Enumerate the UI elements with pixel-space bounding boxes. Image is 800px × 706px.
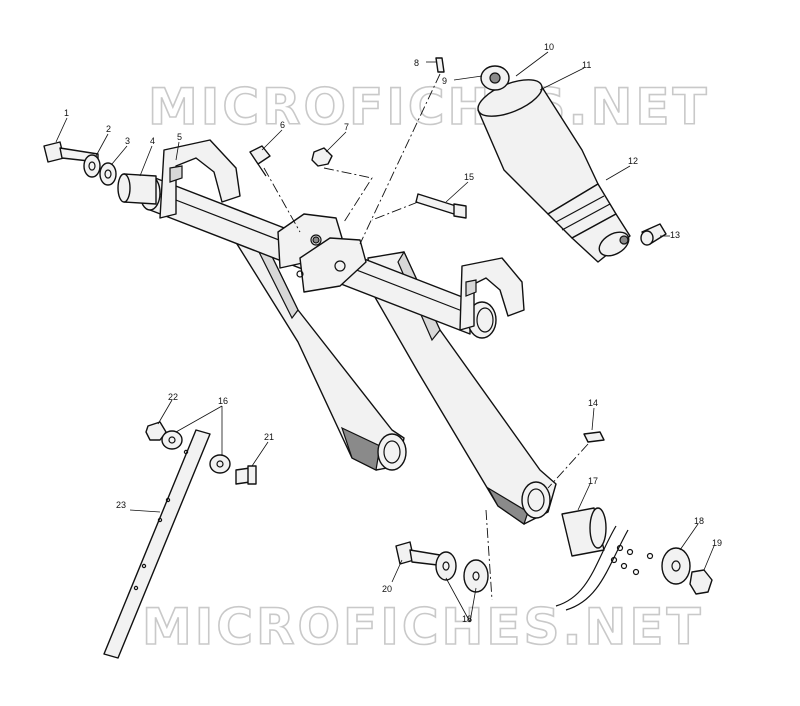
callout-2: 2 [106, 124, 111, 134]
part-pin-8 [435, 57, 445, 73]
callout-23: 23 [116, 500, 126, 510]
callout-labels: 1 2 3 4 5 6 7 8 9 10 11 12 13 14 15 16 1… [64, 42, 722, 624]
part-strap-23 [103, 429, 211, 659]
assembly-lines [263, 73, 589, 601]
watermark-bottom: MICROFICHES.NET [142, 598, 704, 656]
callout-18-right: 18 [694, 516, 704, 526]
callout-3: 3 [125, 136, 130, 146]
part-washer-3 [99, 162, 117, 186]
callout-10: 10 [544, 42, 554, 52]
callout-6: 6 [280, 120, 285, 130]
callout-14: 14 [588, 398, 598, 408]
callout-22: 22 [168, 392, 178, 402]
part-washers-16 [161, 430, 231, 474]
callout-7: 7 [344, 122, 349, 132]
callout-1: 1 [64, 108, 69, 118]
callout-17: 17 [588, 476, 598, 486]
leader-lines [55, 51, 715, 623]
part-bolt-21 [235, 465, 257, 485]
part-bolt-15 [415, 193, 467, 219]
callout-18-left: 18 [462, 614, 472, 624]
part-grease-fitting-6 [249, 145, 271, 177]
part-nut-19 [689, 569, 713, 595]
callout-9: 9 [442, 76, 447, 86]
part-washer-18-right [661, 547, 691, 585]
callout-8: 8 [414, 58, 419, 68]
part-bushing-13 [640, 223, 667, 246]
part-washer-2 [83, 154, 101, 178]
part-spacer-17 [561, 507, 607, 557]
callout-12: 12 [628, 156, 638, 166]
watermark-top: MICROFICHES.NET [148, 78, 710, 136]
callout-4: 4 [150, 136, 155, 146]
part-bushing-4 [117, 173, 157, 205]
callout-19: 19 [712, 538, 722, 548]
callout-20: 20 [382, 584, 392, 594]
callout-21: 21 [264, 432, 274, 442]
part-shim-plate [555, 525, 654, 611]
callout-15: 15 [464, 172, 474, 182]
part-grease-fitting-14 [583, 431, 605, 443]
callout-5: 5 [177, 132, 182, 142]
part-washers-18-left [435, 551, 489, 593]
part-nut-7 [311, 147, 333, 167]
part-nut-22 [145, 421, 167, 441]
callout-11: 11 [582, 60, 591, 70]
callout-16: 16 [218, 396, 228, 406]
callout-13: 13 [670, 230, 680, 240]
swing-arm-assembly [139, 139, 557, 525]
shock-absorber [477, 65, 631, 263]
